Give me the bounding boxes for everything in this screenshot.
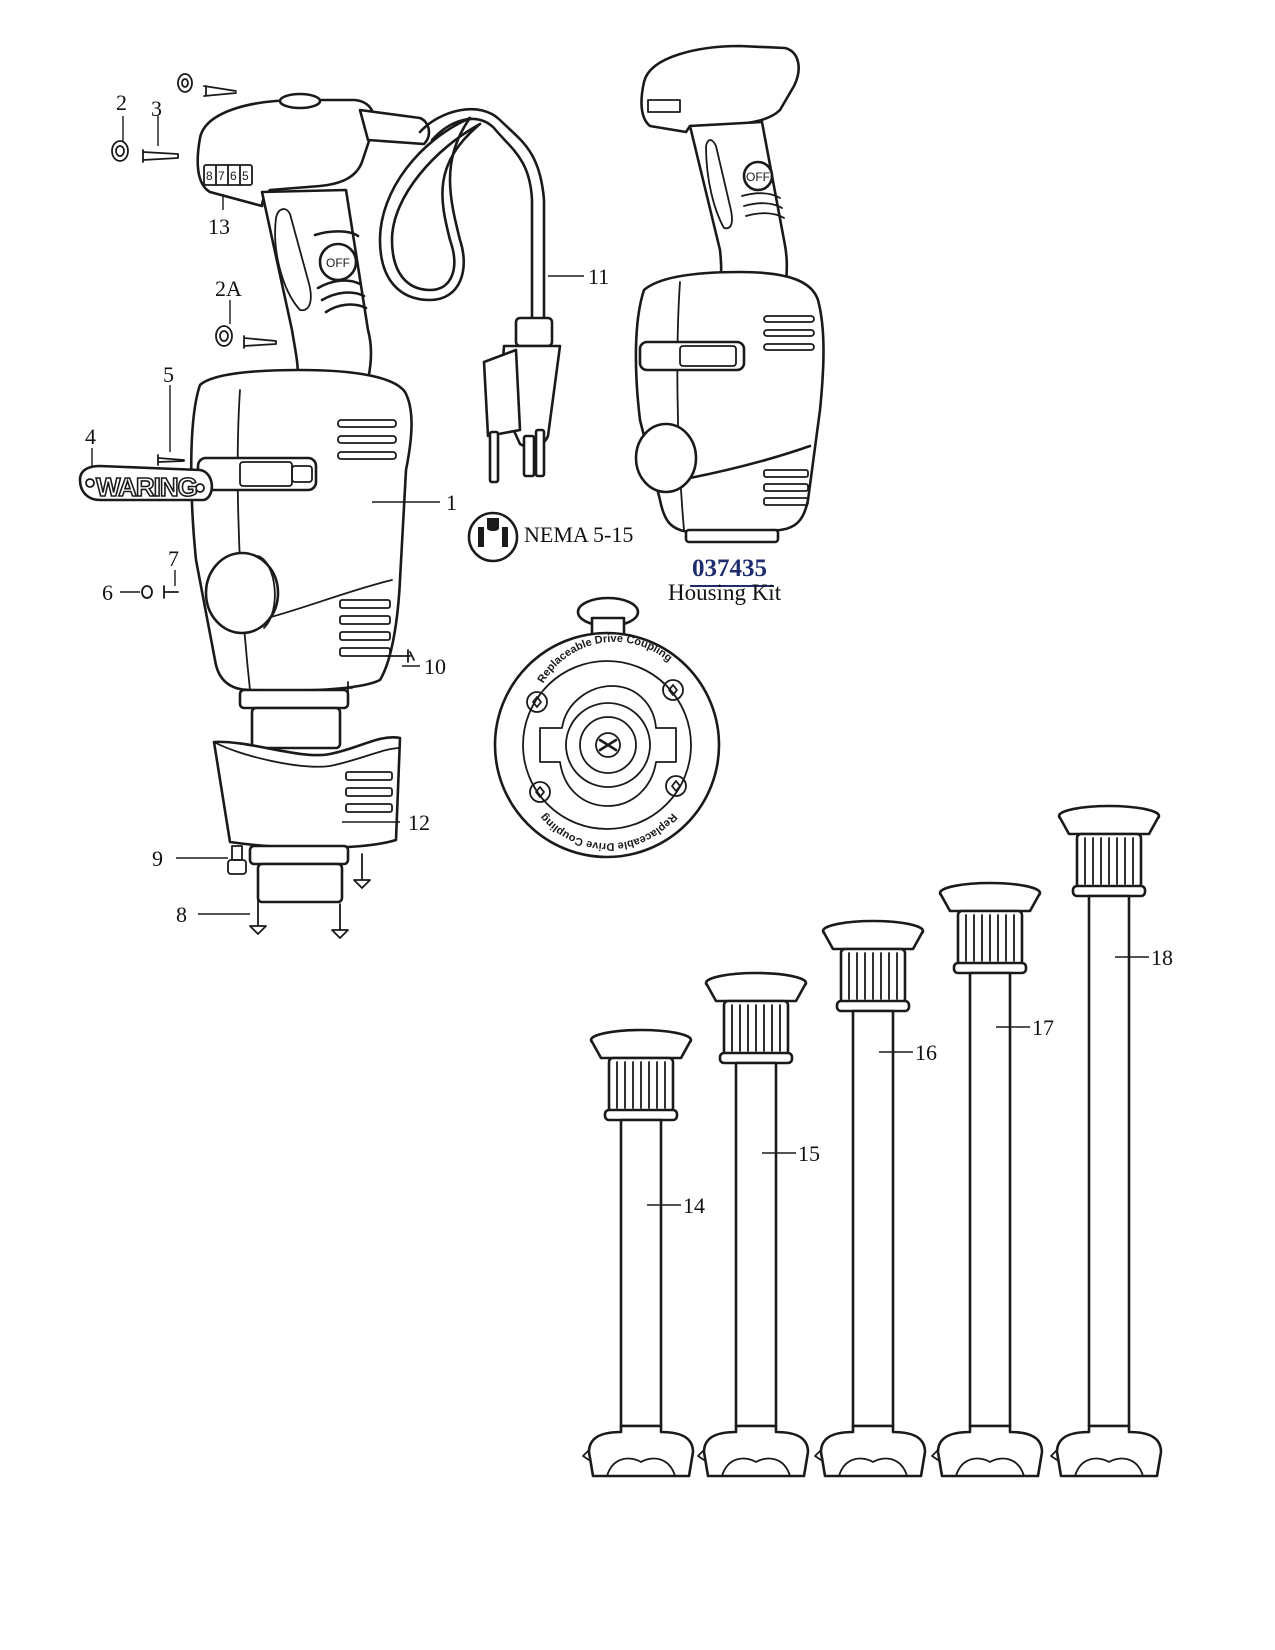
lower-vents xyxy=(339,599,391,657)
svg-text:8: 8 xyxy=(206,169,213,183)
callout-14: 14 xyxy=(683,1193,705,1218)
blender-shaft: 18 xyxy=(1050,804,1173,1478)
callout-13: 13 xyxy=(208,214,230,239)
nema-label: NEMA 5-15 xyxy=(524,522,633,547)
housing-kit-label: Housing Kit xyxy=(668,580,782,605)
leader-lines xyxy=(91,116,584,915)
svg-text:OFF: OFF xyxy=(746,170,770,184)
callout-7: 7 xyxy=(168,546,179,571)
callout-12: 12 xyxy=(408,810,430,835)
callout-10: 10 xyxy=(424,654,446,679)
svg-text:5: 5 xyxy=(242,169,249,183)
svg-text:WARING: WARING xyxy=(96,472,197,502)
drive-coupling: Replaceable Drive Coupling Replaceable D… xyxy=(493,596,721,859)
callout-16: 16 xyxy=(915,1040,937,1065)
blender-shaft: 17 xyxy=(931,881,1054,1478)
svg-text:7: 7 xyxy=(218,169,225,183)
callout-3: 3 xyxy=(151,96,162,121)
lower-shroud xyxy=(212,736,402,904)
off-switch: OFF xyxy=(313,230,368,314)
blender-shaft: 16 xyxy=(814,919,937,1478)
motor-vents xyxy=(337,419,397,460)
power-cord xyxy=(378,107,562,484)
waring-badge: WARING xyxy=(78,464,214,503)
svg-text:6: 6 xyxy=(230,169,237,183)
blender-shaft: 14 xyxy=(582,1028,705,1478)
callout-5: 5 xyxy=(163,362,174,387)
speed-dial: 8 7 6 5 xyxy=(203,164,253,186)
callout-2a: 2A xyxy=(215,276,242,301)
callout-2: 2 xyxy=(116,90,127,115)
callout-4: 4 xyxy=(85,424,96,449)
callout-labels: 2 3 13 2A 5 4 1 7 6 10 11 12 9 8 NEMA 5-… xyxy=(85,90,782,927)
nema-plug-icon xyxy=(467,511,519,563)
hardware-parts: WARING xyxy=(78,73,415,939)
callout-8: 8 xyxy=(176,902,187,927)
blender-shaft: 15 xyxy=(697,971,820,1478)
callout-15: 15 xyxy=(798,1141,820,1166)
callout-18: 18 xyxy=(1151,945,1173,970)
coupling-bolts xyxy=(526,679,687,803)
svg-text:OFF: OFF xyxy=(326,256,350,270)
housing-kit-number: 037435 xyxy=(692,555,767,582)
callout-9: 9 xyxy=(152,846,163,871)
callout-6: 6 xyxy=(102,580,113,605)
callout-1: 1 xyxy=(446,490,457,515)
callout-17: 17 xyxy=(1032,1015,1054,1040)
motor-body-assembly: 8 7 6 5 OFF xyxy=(189,92,431,750)
blender-shafts: 14 15 16 17 18 xyxy=(582,804,1173,1478)
housing-kit-view: OFF xyxy=(634,44,825,544)
callout-11: 11 xyxy=(588,264,609,289)
